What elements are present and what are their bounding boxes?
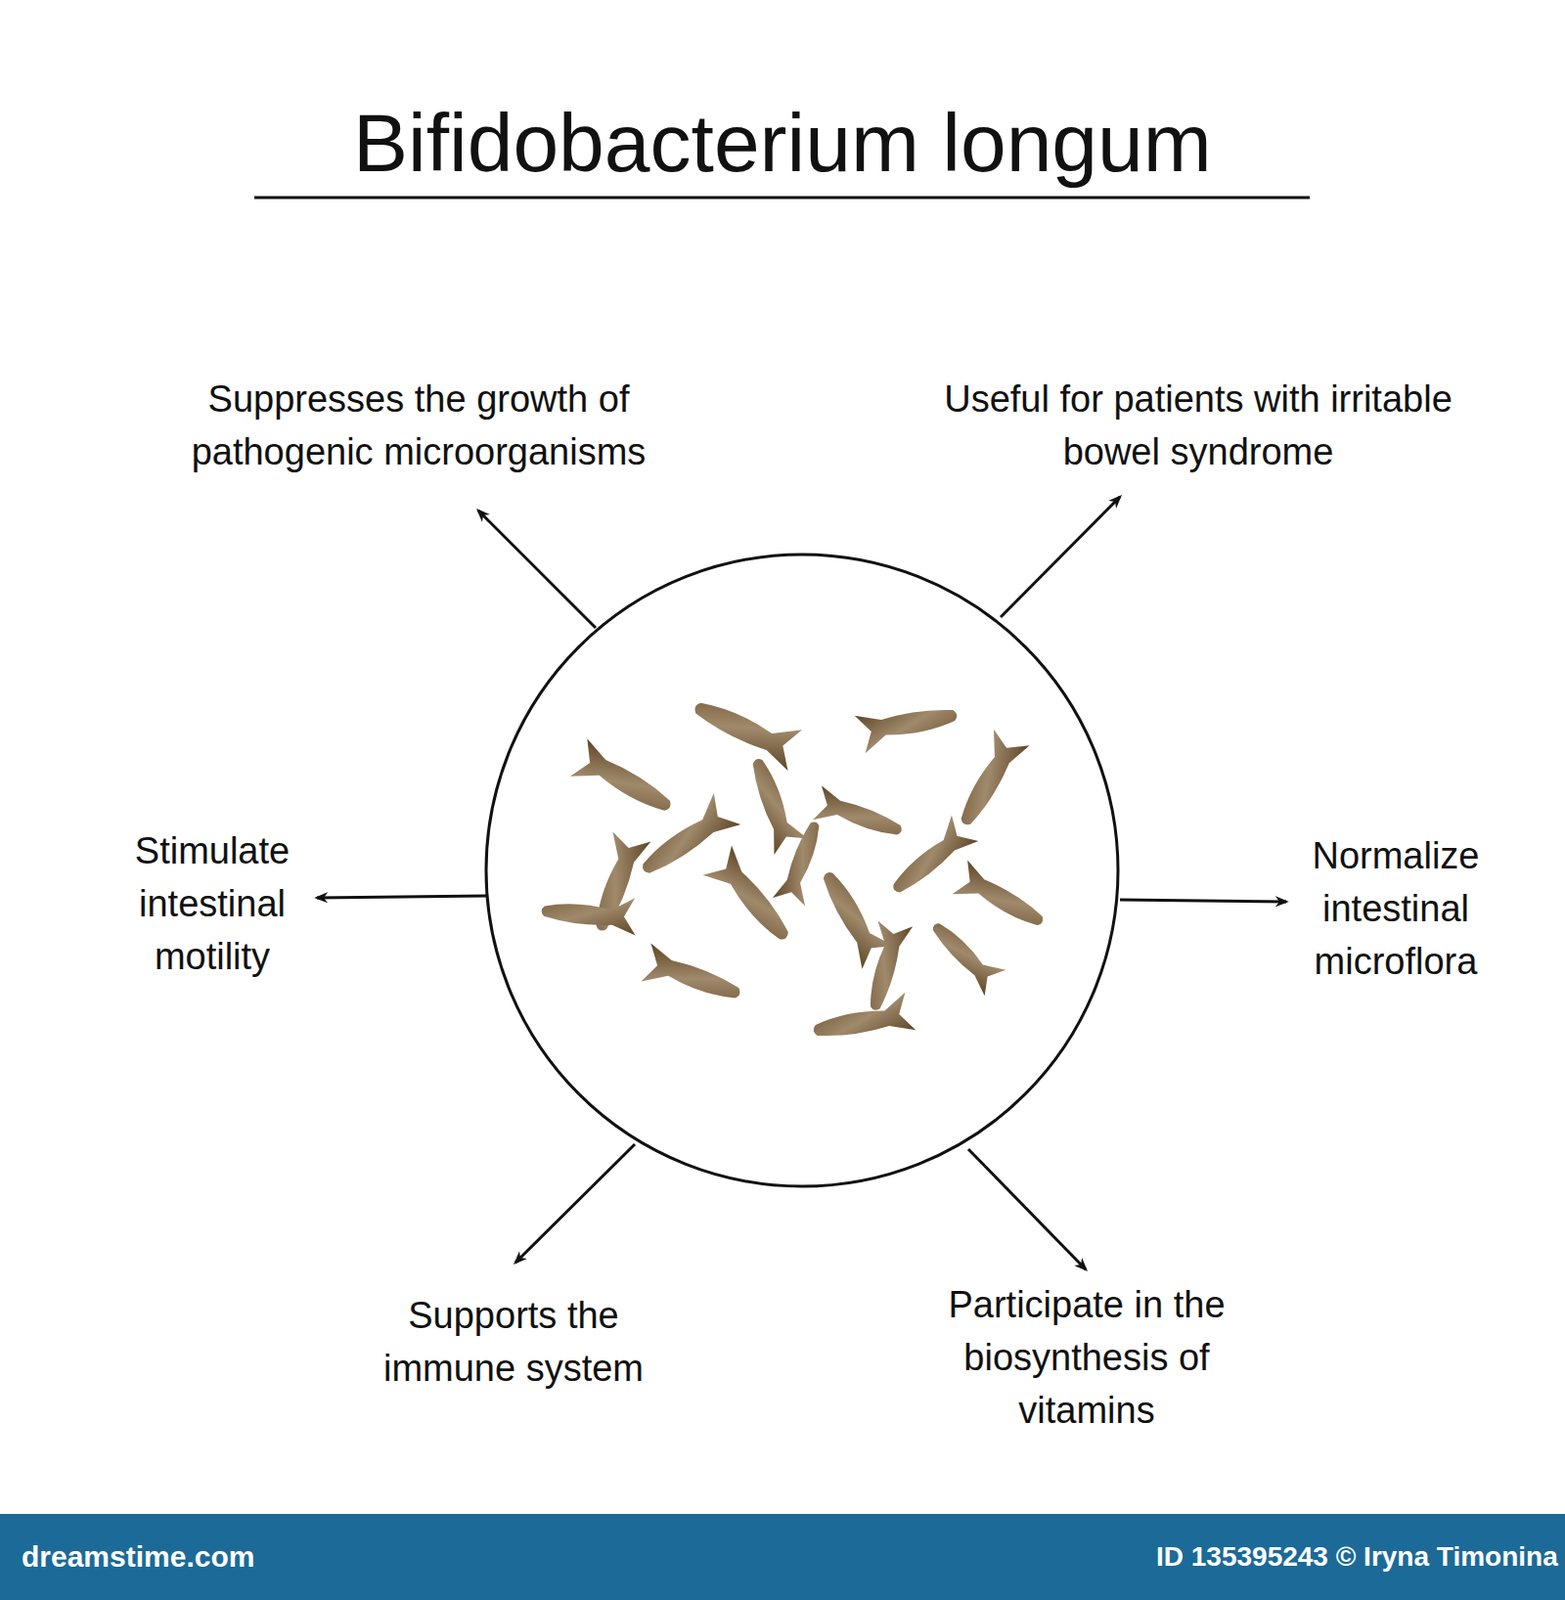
benefit-label: Normalize intestinal microflora [1293,829,1499,988]
watermark: dreamstime.com [21,1537,255,1577]
image-credit: ID 135395243 © Iryna Timonina [1156,1537,1559,1577]
bacteria [539,684,1051,1048]
benefit-label: Participate in the biosynthesis of vitam… [891,1278,1283,1437]
benefit-label: Suppresses the growth of pathogenic micr… [134,372,703,479]
micrograph-circle [486,554,1118,1187]
benefit-label: Stimulate intestinal motility [104,824,320,984]
benefit-label: Useful for patients with irritable bowel… [924,372,1473,479]
benefit-label: Supports the immune system [357,1289,671,1395]
title-underline [254,196,1310,200]
diagram-title: Bifidobacterium longum [353,93,1212,192]
footer-bar [0,1514,1565,1600]
leader-arrows [316,496,1287,1270]
